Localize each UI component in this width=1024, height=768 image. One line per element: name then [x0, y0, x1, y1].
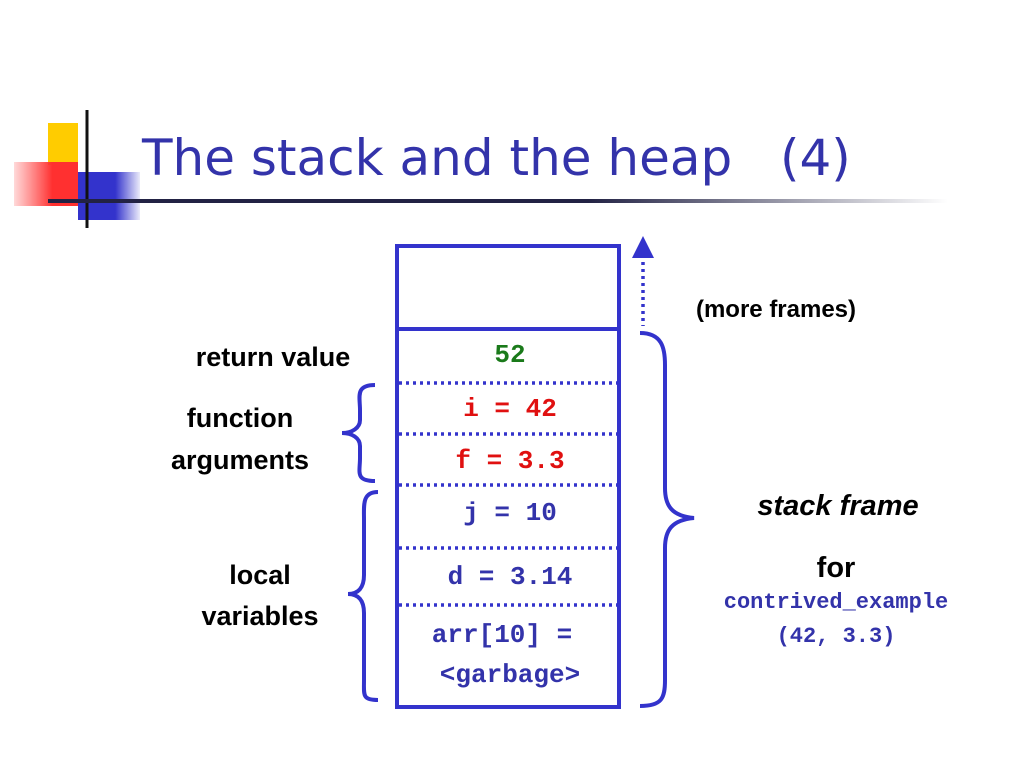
local-j-cell: j = 10: [463, 498, 557, 528]
local-arr-cell-line1: arr[10] =: [431, 620, 573, 650]
local-variables-label-line1: local: [229, 560, 291, 590]
argument-i-cell: i = 42: [463, 394, 557, 424]
for-label: for: [816, 552, 856, 584]
more-frames-label: (more frames): [695, 296, 857, 323]
stack-frame-label: stack frame: [757, 490, 919, 522]
function-arguments-label-line1: function: [186, 403, 294, 433]
title-underline: [48, 199, 948, 203]
slide-logo-decoration: [14, 110, 140, 228]
local-arr-cell-line2: <garbage>: [439, 660, 581, 690]
function-arguments-brace: [341, 383, 376, 483]
stack-box: [395, 244, 621, 709]
up-arrow-icon: [632, 236, 654, 258]
return-value-label: return value: [195, 342, 351, 372]
function-call-name: contrived_example: [723, 590, 949, 615]
local-variables-label-line2: variables: [201, 601, 319, 631]
local-variables-brace: [347, 490, 379, 702]
argument-f-cell: f = 3.3: [455, 446, 565, 476]
slide-title: The stack and the heap (4): [142, 129, 851, 187]
local-d-cell: d = 3.14: [447, 562, 573, 592]
stack-frame-brace: [639, 331, 695, 708]
function-arguments-label-line2: arguments: [170, 445, 310, 475]
return-value-cell: 52: [494, 340, 526, 370]
function-call-args: (42, 3.3): [776, 624, 896, 649]
